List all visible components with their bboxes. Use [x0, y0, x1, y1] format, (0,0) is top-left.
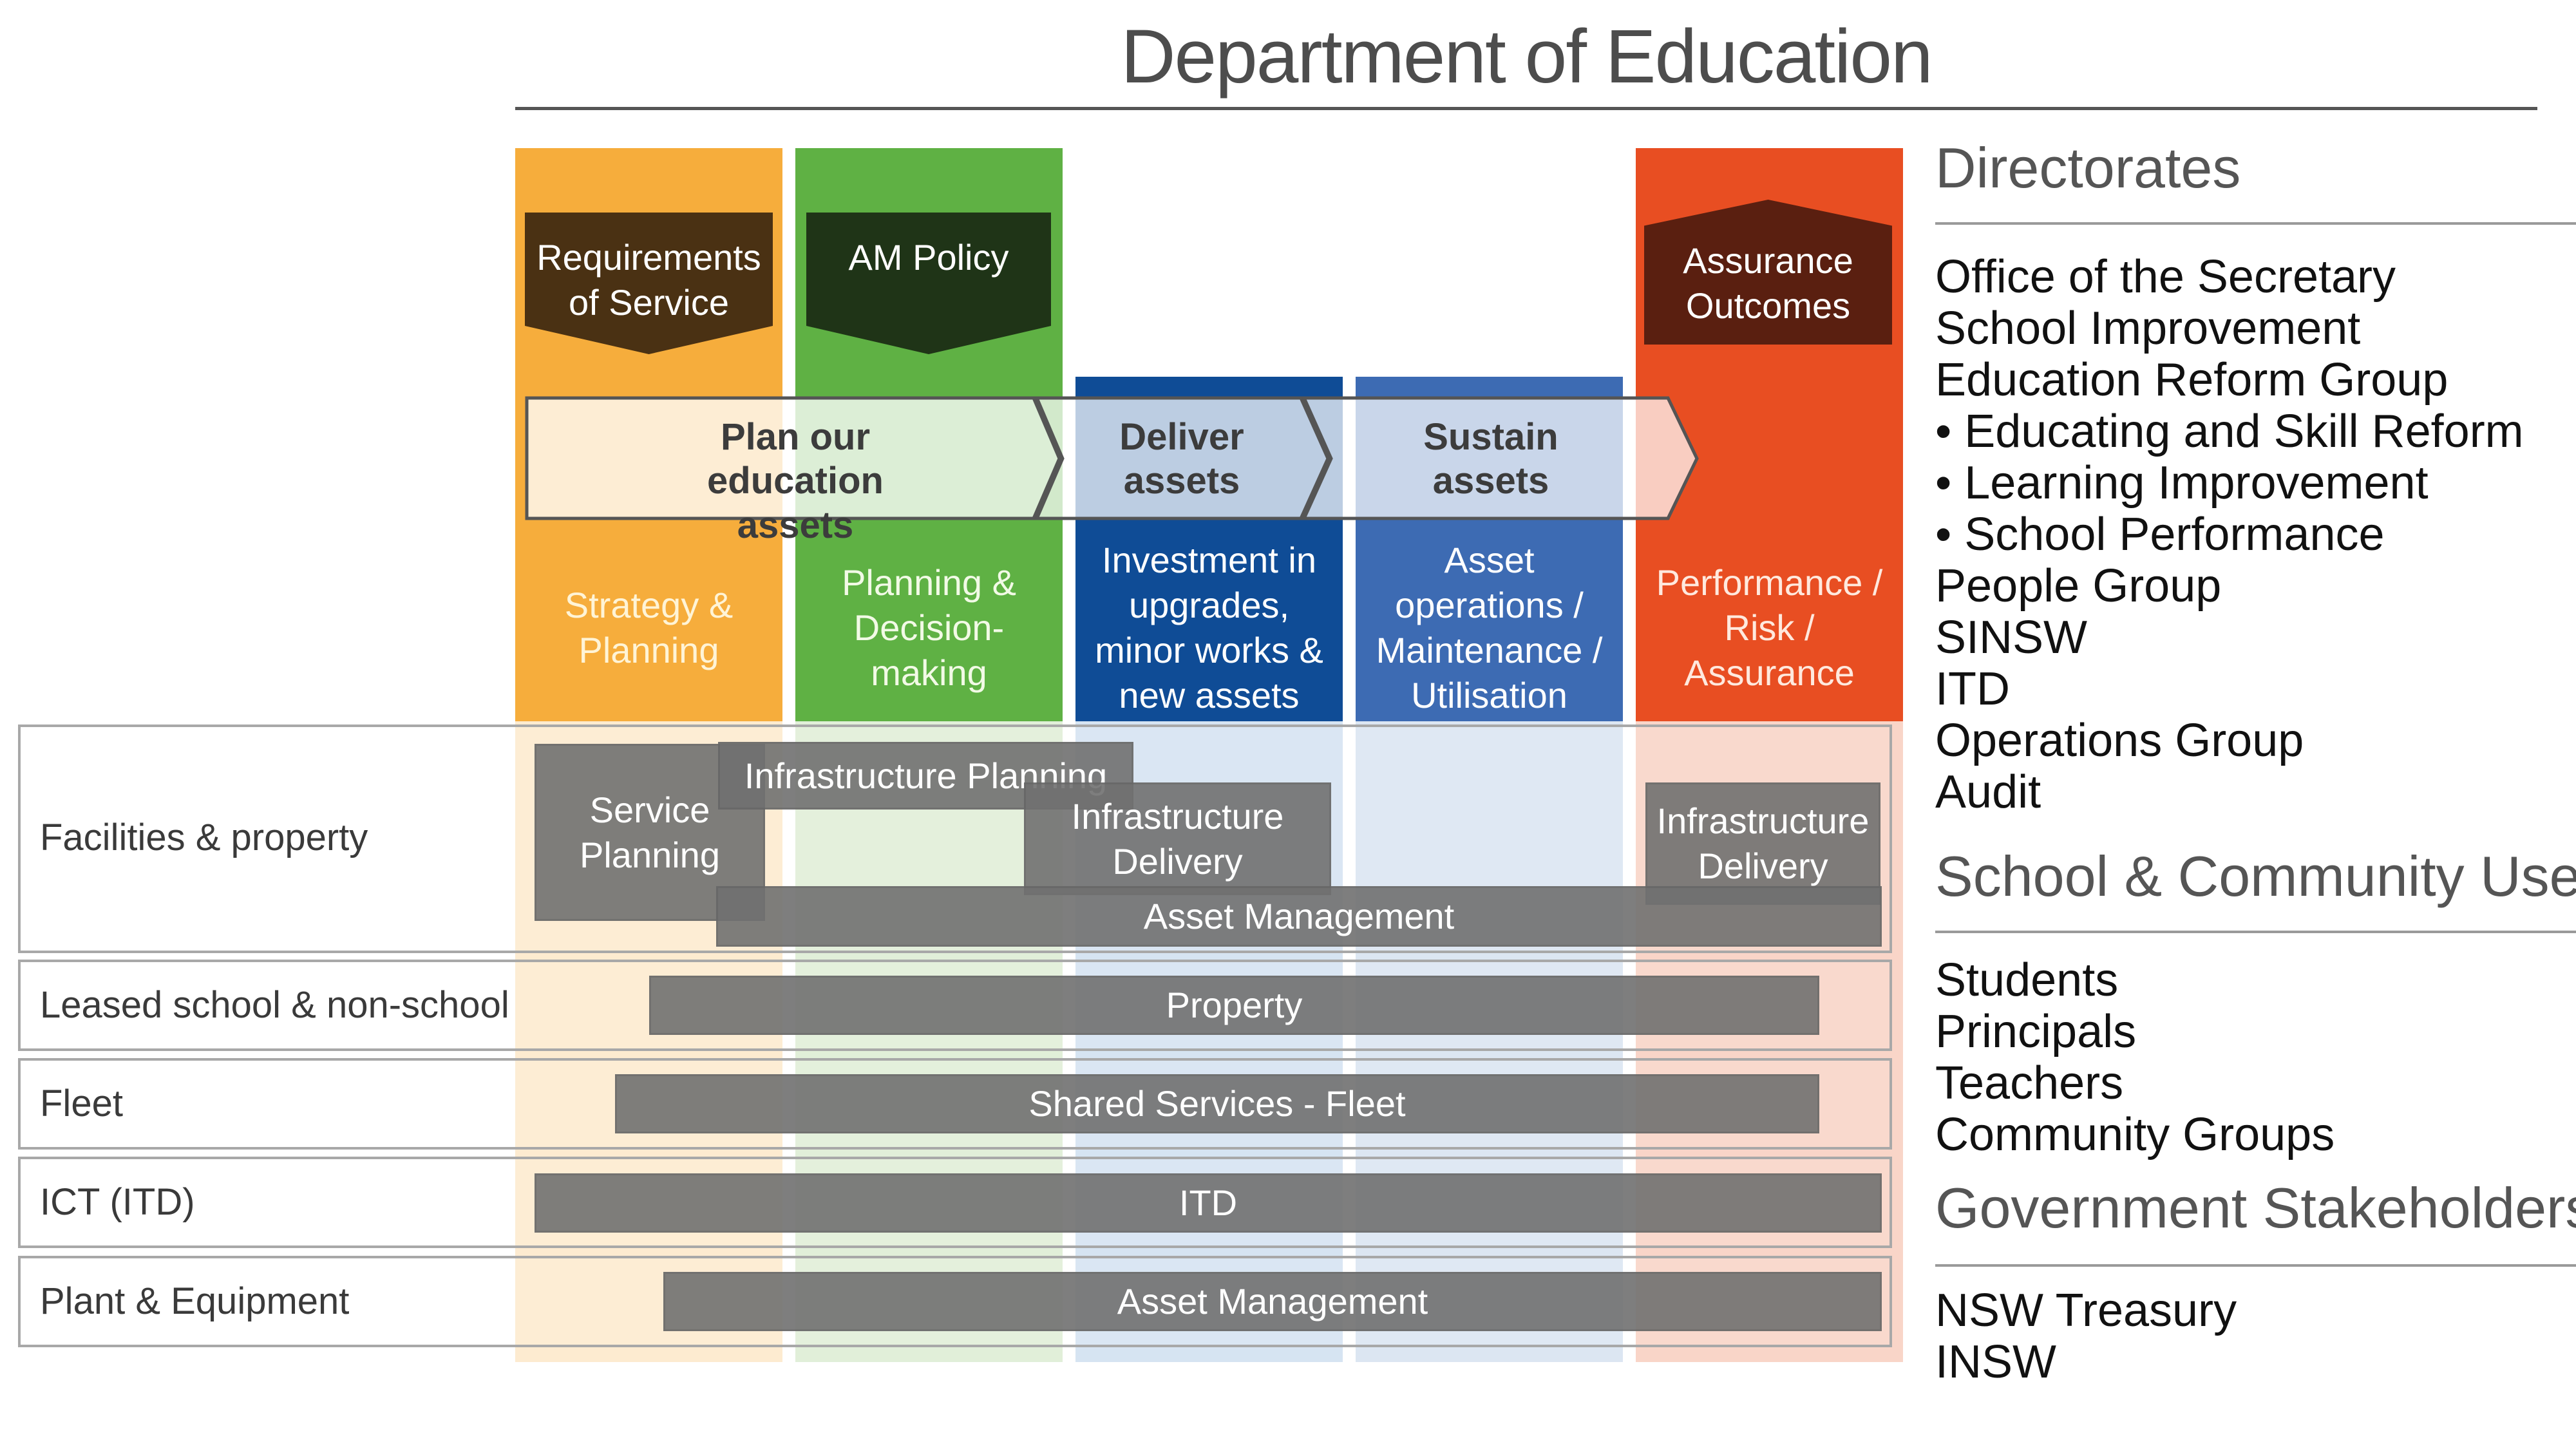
- bar-property: Property: [649, 976, 1819, 1035]
- shield-requirements-of-service: Requirements of Service: [525, 213, 773, 354]
- heading-school-community-users: School & Community Users: [1935, 844, 2576, 908]
- directorate-item: Education Reform Group: [1935, 354, 2448, 406]
- shield-am-policy: AM Policy: [806, 213, 1051, 354]
- lane-label-leased: Leased school & non-school: [40, 983, 509, 1026]
- directorate-item: • Learning Improvement: [1935, 457, 2429, 509]
- chevron-plan: [525, 396, 1061, 520]
- stage-plan-label: Plan our education assets: [707, 416, 884, 546]
- lane-label-ict: ICT (ITD): [40, 1180, 195, 1223]
- bar-infrastructure-delivery-assurance: Infrastructure Delivery: [1645, 782, 1880, 905]
- column-label-investment: Investment in upgrades, minor works & ne…: [1095, 540, 1323, 715]
- lane-label-plant: Plant & Equipment: [40, 1280, 350, 1322]
- directorate-item: Operations Group: [1935, 715, 2304, 766]
- directorate-item: SINSW: [1935, 612, 2088, 663]
- directorate-item: Audit: [1935, 766, 2041, 818]
- gov-divider: [1935, 1264, 2576, 1267]
- shield-label: Assurance Outcomes: [1683, 240, 1853, 326]
- bar-itd: ITD: [535, 1173, 1882, 1233]
- directorate-item: People Group: [1935, 560, 2222, 612]
- column-label-performance: Performance / Risk / Assurance: [1656, 562, 1883, 693]
- directorate-item: Office of the Secretary: [1935, 251, 2396, 303]
- column-performance: [1636, 148, 1903, 1362]
- lane-label-facilities: Facilities & property: [40, 816, 368, 858]
- bar-asset-management-plant: Asset Management: [663, 1272, 1882, 1331]
- page-title: Department of Education: [1121, 14, 1933, 99]
- gov-item: INSW: [1935, 1336, 2056, 1388]
- directorate-item: ITD: [1935, 663, 2010, 715]
- school-user-item: Principals: [1935, 1006, 2137, 1057]
- heading-government-stakeholders: Government Stakeholders: [1935, 1176, 2576, 1240]
- bar-infrastructure-planning: Infrastructure Planning: [718, 742, 1133, 810]
- column-label-operations: Asset operations / Maintenance / Utilisa…: [1376, 540, 1603, 715]
- heading-directorates: Directorates: [1935, 136, 2241, 200]
- chevron-deliver: [1034, 396, 1330, 520]
- school-users-divider: [1935, 931, 2576, 933]
- directorates-divider: [1935, 222, 2576, 225]
- title-divider: [515, 107, 2537, 110]
- shield-label: AM Policy: [848, 237, 1009, 278]
- bar-asset-management-facilities: Asset Management: [716, 886, 1882, 947]
- directorate-item: School Improvement: [1935, 303, 2361, 354]
- lane-label-fleet: Fleet: [40, 1082, 123, 1124]
- column-label-strategy: Strategy & Planning: [564, 585, 734, 670]
- directorate-item: • Educating and Skill Reform: [1935, 406, 2524, 457]
- column-label-planning: Planning & Decision-making: [842, 562, 1016, 693]
- school-user-item: Teachers: [1935, 1057, 2124, 1109]
- directorate-item: • School Performance: [1935, 509, 2385, 560]
- stage-sustain-label: Sustain assets: [1423, 416, 1558, 502]
- chevron-sustain: [1302, 396, 1699, 520]
- gov-item: NSW Treasury: [1935, 1285, 2237, 1336]
- stage-deliver-label: Deliver assets: [1119, 416, 1244, 502]
- school-user-item: Students: [1935, 954, 2119, 1006]
- shield-assurance-outcomes: Assurance Outcomes: [1644, 200, 1892, 345]
- bar-infrastructure-delivery: Infrastructure Delivery: [1024, 782, 1331, 895]
- bar-shared-services-fleet: Shared Services - Fleet: [615, 1074, 1819, 1133]
- shield-label: Requirements of Service: [536, 237, 761, 323]
- school-user-item: Community Groups: [1935, 1109, 2335, 1160]
